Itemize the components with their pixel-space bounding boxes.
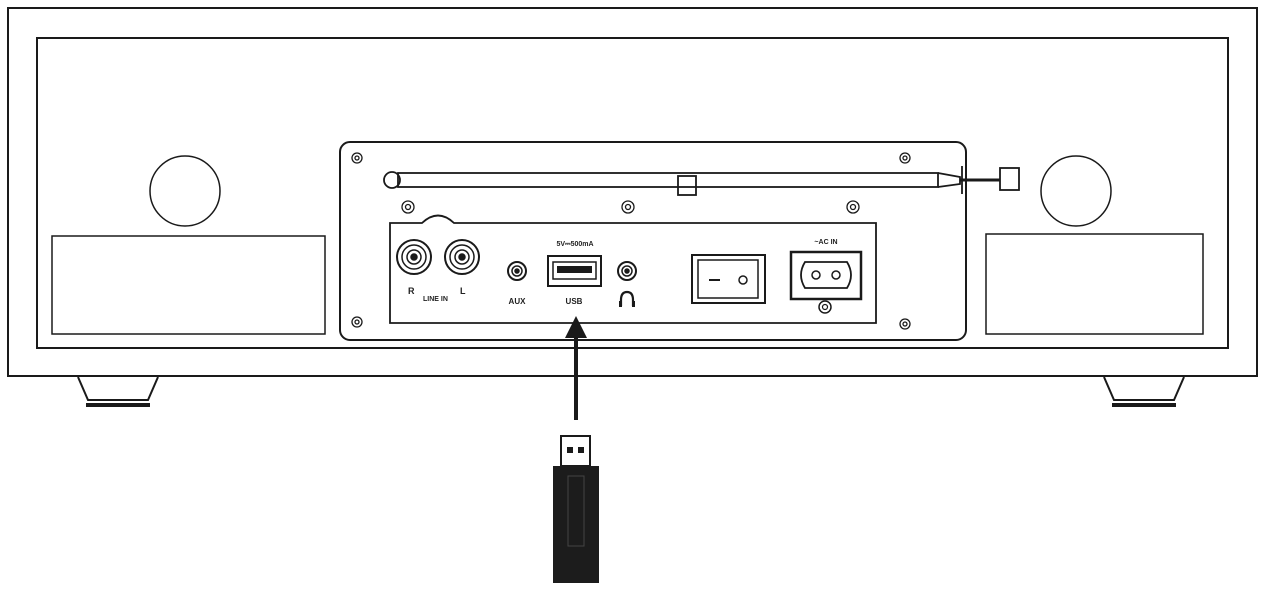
usb-port — [547, 255, 602, 287]
screw-icon — [899, 318, 911, 330]
antenna-taper — [937, 172, 961, 188]
aux-label: AUX — [509, 297, 527, 306]
right-grille — [985, 233, 1204, 335]
left-knob — [149, 155, 221, 227]
screw-icon — [621, 200, 635, 214]
right-foot — [1103, 376, 1185, 401]
antenna-tip — [999, 167, 1020, 191]
rear-panel — [339, 141, 967, 341]
headphone-jack — [617, 261, 637, 281]
usb-rating-label: 5V⎓500mA — [556, 241, 593, 248]
device-body — [7, 7, 1258, 377]
usb-flash-drive — [553, 435, 599, 583]
screw-icon — [401, 200, 415, 214]
insert-arrow — [565, 316, 587, 420]
antenna-pivot — [383, 171, 401, 189]
ac-in-label: ~AC IN — [814, 239, 837, 246]
antenna-clip — [677, 175, 697, 196]
panel-outer — [339, 141, 967, 341]
left-grille — [51, 235, 326, 335]
headphone-icon — [619, 290, 635, 307]
outer-cabinet — [7, 7, 1258, 377]
usb-label: USB — [566, 297, 583, 306]
screw-icon — [899, 152, 911, 164]
feet — [77, 376, 1185, 407]
screw-icon — [846, 200, 860, 214]
line-in-r-label: R — [408, 286, 415, 296]
left-speaker — [51, 155, 326, 335]
fm-antenna — [383, 166, 1020, 196]
antenna-rod — [397, 172, 939, 188]
rca-jack-r — [396, 239, 432, 275]
right-speaker — [985, 155, 1204, 335]
line-in-l-label: L — [460, 286, 466, 296]
aux-jack — [507, 261, 527, 281]
rca-jack-l — [444, 239, 480, 275]
left-foot — [77, 376, 159, 401]
screws — [351, 152, 911, 330]
usb-stick-connector — [560, 435, 591, 467]
ac-in-socket — [789, 250, 863, 314]
line-in-jacks — [396, 239, 480, 275]
usb-stick-body — [553, 466, 599, 583]
right-knob — [1040, 155, 1112, 227]
panel-inner — [389, 214, 877, 324]
inner-frame — [36, 37, 1229, 349]
line-in-label: LINE IN — [423, 296, 448, 303]
screw-icon — [351, 316, 363, 328]
power-switch — [691, 254, 766, 304]
screw-icon — [351, 152, 363, 164]
